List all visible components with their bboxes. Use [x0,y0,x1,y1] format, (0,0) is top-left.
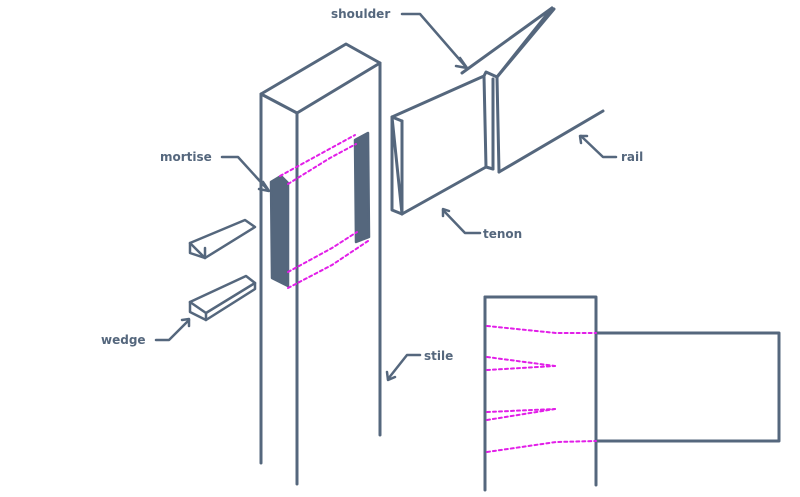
stile-leader [385,353,422,382]
section-view [483,295,781,492]
rail [390,6,605,216]
shoulder-leader [400,12,469,70]
rail-leader [578,134,618,159]
wedge-upper [188,218,257,260]
label-mortise: mortise [160,150,212,164]
label-shoulder: shoulder [331,7,390,21]
tenon-leader [441,207,482,235]
stile [259,42,382,486]
mortise-leader [220,155,271,193]
label-tenon: tenon [483,227,522,241]
label-rail: rail [621,150,643,164]
label-wedge: wedge [101,333,146,347]
mortise [269,131,371,289]
label-stile: stile [424,349,453,363]
wedge-leader [154,317,191,342]
wedge-lower [188,274,257,322]
